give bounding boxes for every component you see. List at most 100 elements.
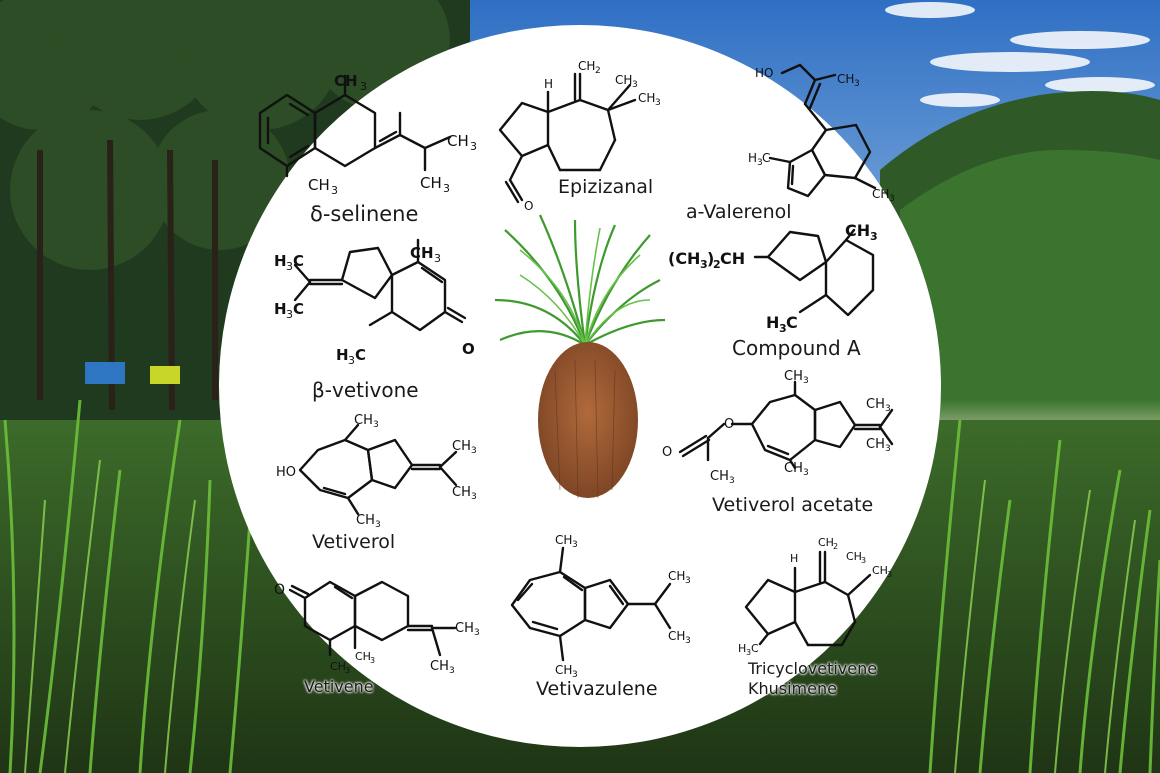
svg-text:C: C <box>751 642 759 655</box>
structure-vetivazulene <box>510 546 672 662</box>
svg-text:CH: CH <box>837 72 854 86</box>
svg-text:O: O <box>462 340 475 358</box>
svg-text:3: 3 <box>572 540 578 550</box>
molecule-name-vetiverol: Vetiverol <box>312 531 396 553</box>
svg-text:CH: CH <box>420 174 442 192</box>
svg-text:3: 3 <box>885 444 891 454</box>
structure-vetivene <box>288 580 457 657</box>
svg-text:3: 3 <box>887 570 892 579</box>
svg-text:3: 3 <box>348 354 355 367</box>
svg-text:CH: CH <box>866 397 885 412</box>
svg-text:H: H <box>274 252 287 270</box>
structure-beta-vetivone <box>293 238 467 332</box>
svg-text:CH: CH <box>355 650 371 663</box>
svg-text:3: 3 <box>434 252 441 265</box>
tree-canopy <box>0 0 450 270</box>
svg-text:CH: CH <box>555 533 572 547</box>
svg-text:3: 3 <box>572 670 578 680</box>
molecule-name-khusimene: Khusimene <box>748 679 837 698</box>
svg-text:3: 3 <box>471 446 477 456</box>
svg-text:O: O <box>274 582 285 598</box>
tent <box>150 366 180 384</box>
svg-text:H: H <box>738 642 746 655</box>
svg-text:CH: CH <box>308 176 330 194</box>
svg-text:C: C <box>293 252 304 270</box>
svg-text:CH: CH <box>452 485 471 500</box>
svg-text:3: 3 <box>854 79 860 89</box>
molecule-name-tricyclovetivene: Tricyclovetivene <box>748 659 878 678</box>
svg-text:CH: CH <box>784 461 803 476</box>
molecule-name-vetivene: Vetivene <box>304 677 374 696</box>
svg-text:CH: CH <box>330 660 346 673</box>
svg-text:3: 3 <box>345 666 350 675</box>
svg-text:3: 3 <box>375 520 381 530</box>
svg-text:CH: CH <box>846 550 862 563</box>
svg-text:3: 3 <box>470 140 477 153</box>
svg-text:HO: HO <box>755 66 773 80</box>
molecule-name-delta-selinene: δ-selinene <box>310 202 419 226</box>
svg-text:H: H <box>766 313 779 332</box>
svg-text:2: 2 <box>713 258 721 271</box>
svg-text:3: 3 <box>685 576 691 586</box>
grass-blades <box>3 399 1160 773</box>
svg-text:3: 3 <box>746 648 751 657</box>
molecule-name-beta-vetivone: β-vetivone <box>312 378 419 402</box>
svg-text:C: C <box>786 313 798 332</box>
structure-epizizanal <box>498 72 637 204</box>
svg-text:O: O <box>662 445 672 460</box>
svg-text:3: 3 <box>331 184 338 197</box>
svg-text:3: 3 <box>757 158 763 168</box>
svg-text:): ) <box>707 249 714 268</box>
svg-text:2: 2 <box>833 542 838 551</box>
svg-text:3: 3 <box>779 322 787 335</box>
svg-text:3: 3 <box>373 420 379 430</box>
svg-text:C: C <box>762 151 770 165</box>
svg-text:CH: CH <box>720 249 745 268</box>
svg-text:(CH: (CH <box>668 249 700 268</box>
molecule-name-compound-a: Compound A <box>732 336 861 360</box>
svg-text:CH: CH <box>455 621 474 636</box>
svg-text:3: 3 <box>889 194 895 204</box>
svg-text:CH: CH <box>845 221 870 240</box>
svg-text:3: 3 <box>655 98 661 108</box>
structure-delta-selinene <box>258 74 452 178</box>
svg-text:CH: CH <box>818 536 834 549</box>
tent <box>85 362 125 384</box>
svg-text:3: 3 <box>685 636 691 646</box>
svg-text:3: 3 <box>370 656 375 665</box>
svg-text:CH: CH <box>447 132 469 150</box>
svg-text:3: 3 <box>870 230 878 243</box>
structure-tricyclovetivene <box>744 550 872 647</box>
svg-text:CH: CH <box>668 629 685 643</box>
svg-text:3: 3 <box>803 468 809 478</box>
svg-text:CH: CH <box>615 73 632 87</box>
svg-text:CH: CH <box>638 91 655 105</box>
svg-text:3: 3 <box>474 628 480 638</box>
svg-text:H: H <box>790 552 798 565</box>
svg-text:3: 3 <box>885 404 891 414</box>
structure-vetiverol <box>298 423 458 516</box>
svg-text:O: O <box>724 417 734 432</box>
svg-text:3: 3 <box>449 666 455 676</box>
svg-text:H: H <box>544 77 553 91</box>
svg-text:CH: CH <box>410 244 434 262</box>
svg-text:3: 3 <box>729 476 735 486</box>
svg-text:CH: CH <box>668 569 685 583</box>
svg-text:H: H <box>748 151 757 165</box>
structure-vetiverol-acetate <box>678 380 894 470</box>
molecule-name-epizizanal: Epizizanal <box>558 176 654 198</box>
svg-text:HO: HO <box>276 465 296 480</box>
svg-text:3: 3 <box>861 556 866 565</box>
svg-text:CH: CH <box>555 663 572 677</box>
svg-text:CH: CH <box>578 59 595 73</box>
svg-text:CH: CH <box>354 413 373 428</box>
svg-text:3: 3 <box>286 260 293 273</box>
svg-text:CH: CH <box>866 437 885 452</box>
structure-compound-a <box>753 228 875 317</box>
svg-text:O: O <box>524 199 533 213</box>
svg-text:C: C <box>355 346 366 364</box>
molecule-name-vetiverol-acetate: Vetiverol acetate <box>712 494 874 516</box>
clouds <box>885 2 1155 107</box>
svg-text:H: H <box>336 346 349 364</box>
